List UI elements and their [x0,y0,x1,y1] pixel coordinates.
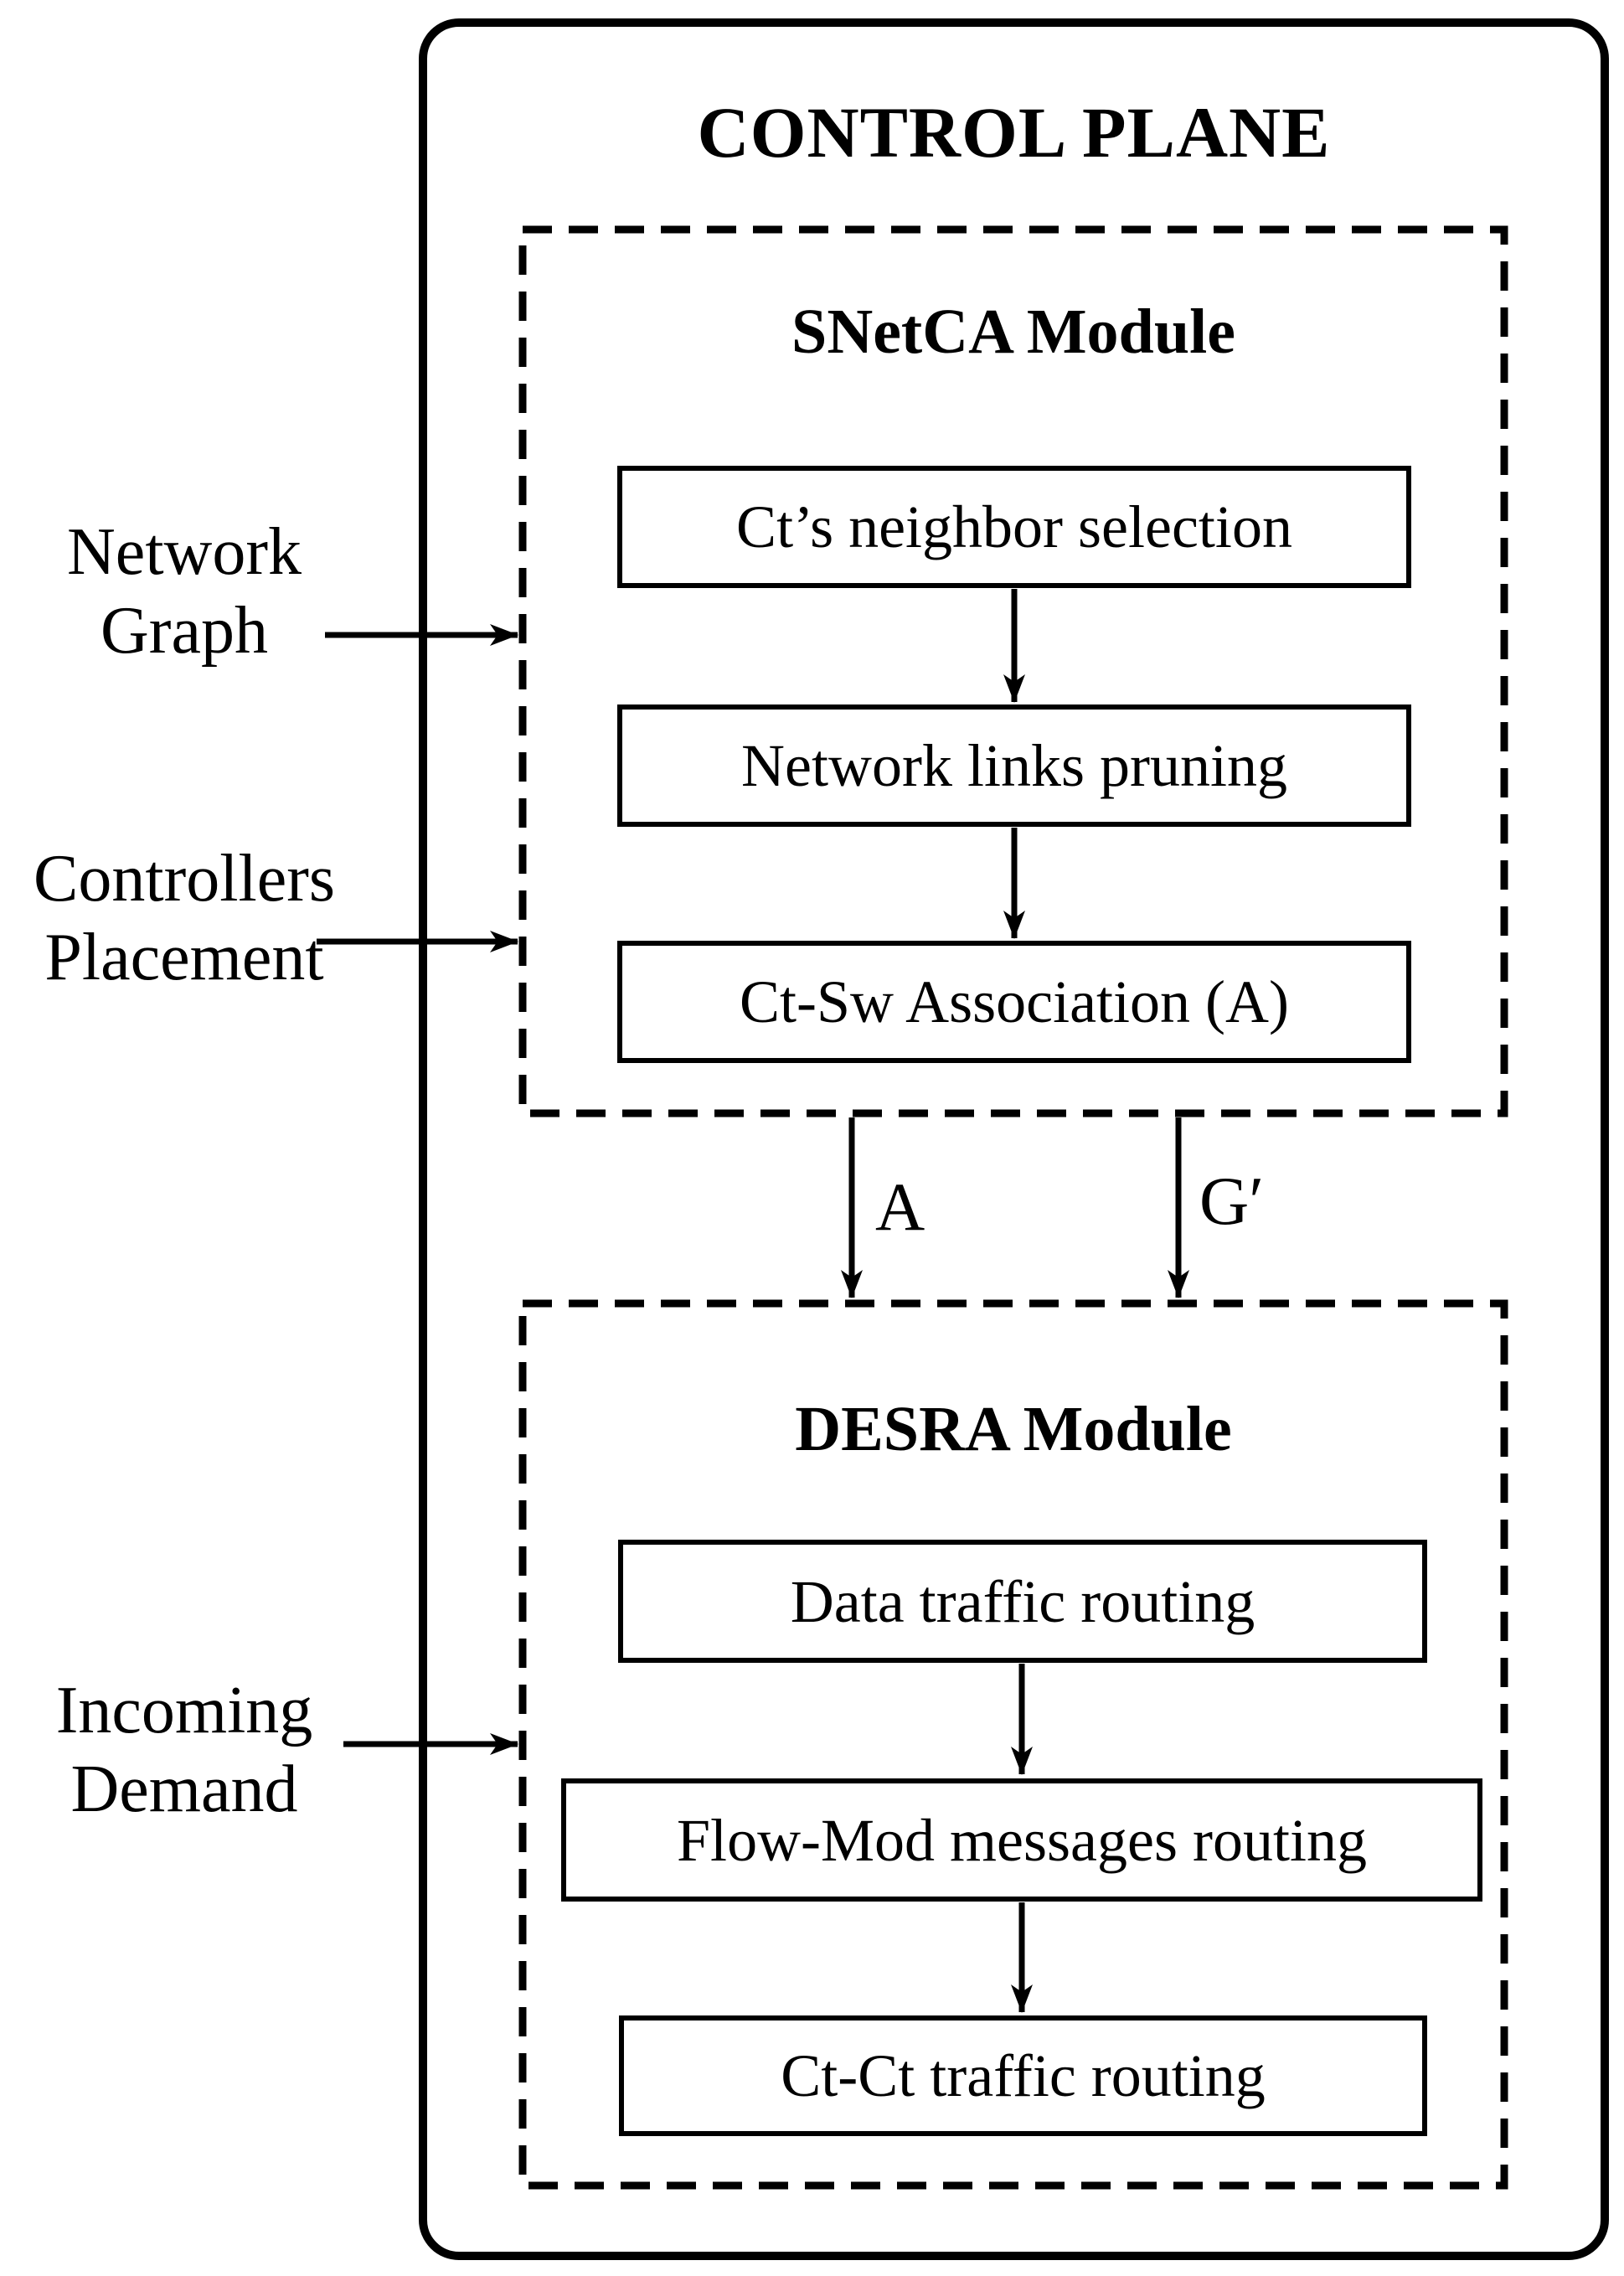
box-ct-neighbor-selection-label: Ct’s neighbor selection [736,493,1292,560]
box-ct-neighbor-selection: Ct’s neighbor selection [617,466,1411,588]
control-plane-title: CONTROL PLANE [697,92,1331,173]
input-label-controllers-placement: Controllers Placement [0,839,369,997]
snetca-module-title: SNetCA Module [791,297,1235,367]
input-label-network-graph: Network Graph [0,513,369,670]
box-ct-sw-association-label: Ct-Sw Association (A) [740,968,1289,1035]
box-flow-mod-messages-routing: Flow-Mod messages routing [561,1778,1482,1902]
input-label-network-graph-line1: Network [67,515,302,589]
box-network-links-pruning-label: Network links pruning [741,732,1287,799]
box-data-traffic-routing: Data traffic routing [618,1540,1427,1663]
arrow-label-a: A [875,1169,925,1245]
input-label-controllers-placement-line2: Placement [44,921,324,994]
input-label-incoming-demand-line2: Demand [70,1752,298,1826]
arrow-label-g-prime: G′ [1199,1163,1265,1239]
input-label-controllers-placement-line1: Controllers [34,842,335,916]
control-plane-frame [419,18,1609,2260]
box-data-traffic-routing-label: Data traffic routing [790,1567,1255,1635]
snetca-module-border [518,225,1508,1117]
box-network-links-pruning: Network links pruning [617,704,1411,827]
box-ct-ct-traffic-routing-label: Ct-Ct traffic routing [781,2042,1266,2109]
box-flow-mod-messages-routing-label: Flow-Mod messages routing [677,1806,1367,1874]
input-label-incoming-demand-line1: Incoming [55,1674,313,1747]
desra-module-border [518,1299,1508,2190]
desra-module-title: DESRA Module [795,1394,1232,1464]
input-label-network-graph-line2: Graph [101,594,268,668]
box-ct-sw-association: Ct-Sw Association (A) [617,941,1411,1063]
input-label-incoming-demand: Incoming Demand [0,1671,369,1829]
box-ct-ct-traffic-routing: Ct-Ct traffic routing [619,2015,1427,2136]
